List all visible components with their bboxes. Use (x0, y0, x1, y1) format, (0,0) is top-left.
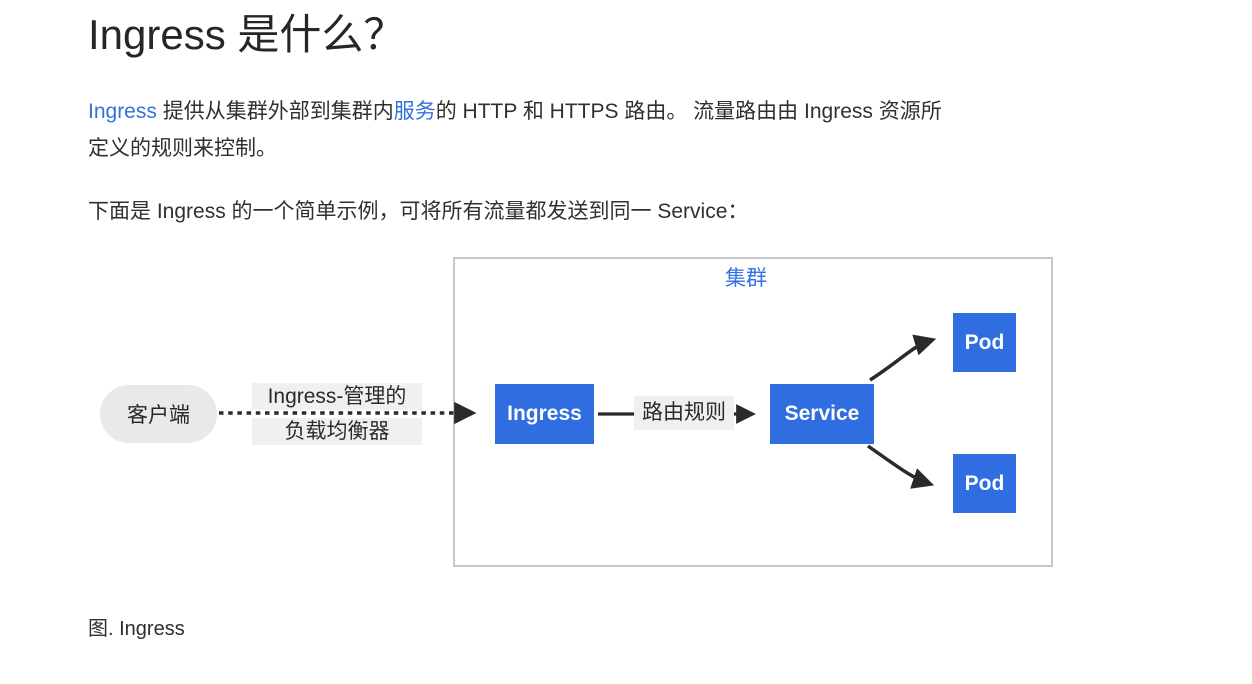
page-title: Ingress 是什么？ (88, 11, 406, 58)
cluster-label: 集群 (725, 267, 767, 290)
service-node: Service (770, 384, 874, 444)
pod-node-bottom: Pod (953, 454, 1016, 513)
ingress-diagram: 集群 客户端 Ingress-管理的 负载均衡器 Ingress 路由规则 Se… (0, 230, 1252, 602)
intro-paragraph: Ingress 提供从集群外部到集群内服务的 HTTP 和 HTTPS 路由。 … (88, 93, 1138, 167)
service-to-pod-top-arrow (869, 334, 937, 382)
docs-page: Ingress 是什么？ Ingress 提供从集群外部到集群内服务的 HTTP… (0, 10, 1252, 641)
service-to-pod-bottom-arrow (866, 444, 935, 489)
ingress-node: Ingress (495, 384, 594, 444)
ingress-link[interactable]: Ingress (88, 100, 157, 123)
lb-label-line2: 负载均衡器 (252, 418, 422, 445)
lb-label-line1: Ingress-管理的 (252, 383, 422, 410)
intro-text-2: 的 HTTP 和 HTTPS 路由。 流量路由由 Ingress 资源所 (435, 100, 942, 123)
intro-text-3: 定义的规则来控制。 (88, 137, 277, 160)
figure-caption: 图. Ingress (88, 618, 185, 640)
client-node: 客户端 (100, 385, 217, 443)
service-link[interactable]: 服务 (393, 100, 436, 123)
example-paragraph: 下面是 Ingress 的一个简单示例，可将所有流量都发送到同一 Service… (88, 200, 749, 223)
route-rule-label: 路由规则 (634, 396, 734, 430)
intro-text-1: 提供从集群外部到集群内 (156, 100, 394, 123)
diagram-arrows (219, 334, 937, 489)
pod-node-top: Pod (953, 313, 1016, 372)
